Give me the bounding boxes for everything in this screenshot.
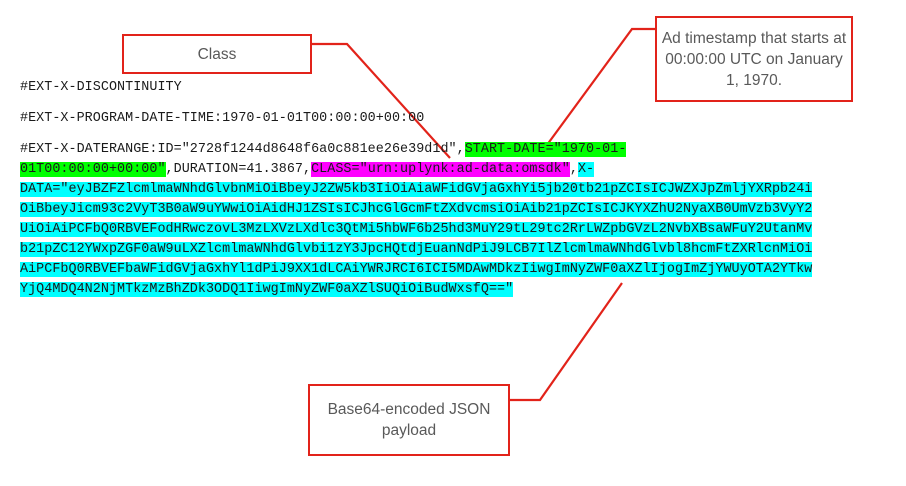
x-data-text: b21pZC12YWxpZGF0aW9uLXZlcmlmaWNhdGlvbi1z…: [20, 242, 813, 257]
class-attr-highlight: CLASS="urn:uplynk:ad-data:omsdk": [311, 162, 570, 177]
start-date-highlight-continued: 01T00:00:00+00:00": [20, 162, 166, 177]
payload-connector: [510, 282, 623, 402]
class-callout: Class: [122, 34, 312, 74]
x-data-text: YjQ4MDQ4N2NjMTkzMzBhZDk3ODQ1IiwgImNyZWF0…: [20, 282, 514, 297]
x-data-highlight-start: X-: [577, 162, 595, 177]
x-data-line: UiOiAiPCFbQ0RBVEFodHRwczovL3MzLXVzLXdlc3…: [20, 220, 813, 239]
x-data-line: OiBbeyJicm93c2VyT3B0aW9uYWwiOiAidHJ1ZSIs…: [20, 200, 813, 219]
timestamp-callout-text: Ad timestamp that starts at 00:00:00 UTC…: [661, 29, 847, 89]
timestamp-callout: Ad timestamp that starts at 00:00:00 UTC…: [655, 16, 853, 102]
daterange-line-1: #EXT-X-DATERANGE:ID="2728f1244d8648f6a0c…: [20, 140, 627, 159]
x-data-line: AiPCFbQ0RBVEFbaWFidGVjaGxhYl1dPiJ9XX1dLC…: [20, 260, 813, 279]
x-data-text: AiPCFbQ0RBVEFbaWFidGVjaGxhYl1dPiJ9XX1dLC…: [20, 262, 813, 277]
daterange-prefix: #EXT-X-DATERANGE:ID="2728f1244d8648f6a0c…: [20, 142, 465, 157]
start-date-highlight: START-DATE="1970-01-: [464, 142, 627, 157]
attr-comma: ,: [569, 162, 578, 177]
daterange-line-2: 01T00:00:00+00:00",DURATION=41.3867,CLAS…: [20, 160, 595, 179]
x-data-line: DATA="eyJBZFZlcmlmaWNhdGlvbnMiOiBbeyJ2ZW…: [20, 180, 813, 199]
program-date-time-tag: #EXT-X-PROGRAM-DATE-TIME:1970-01-01T00:0…: [20, 111, 425, 126]
x-data-line: YjQ4MDQ4N2NjMTkzMzBhZDk3ODQ1IiwgImNyZWF0…: [20, 280, 514, 299]
x-data-text: UiOiAiPCFbQ0RBVEFodHRwczovL3MzLXVzLXdlc3…: [20, 222, 813, 237]
timestamp-connector: [543, 27, 655, 150]
duration-attr: ,DURATION=41.3867,: [165, 162, 312, 177]
discontinuity-tag: #EXT-X-DISCONTINUITY: [20, 80, 182, 95]
x-data-text: DATA="eyJBZFZlcmlmaWNhdGlvbnMiOiBbeyJ2ZW…: [20, 182, 813, 197]
payload-callout-text: Base64-encoded JSON payload: [327, 401, 491, 439]
payload-callout: Base64-encoded JSON payload: [308, 384, 510, 456]
x-data-text: OiBbeyJicm93c2VyT3B0aW9uYWwiOiAidHJ1ZSIs…: [20, 202, 813, 217]
x-data-line: b21pZC12YWxpZGF0aW9uLXZlcmlmaWNhdGlvbi1z…: [20, 240, 813, 259]
class-callout-text: Class: [197, 45, 237, 63]
